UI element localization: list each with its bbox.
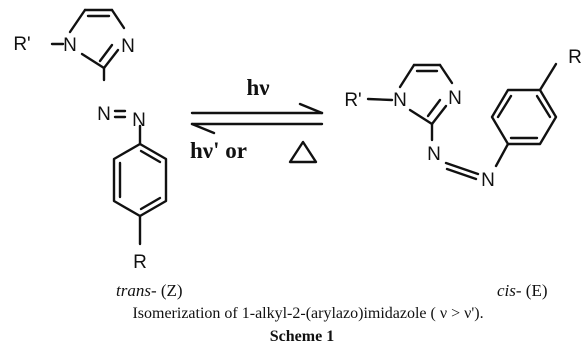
equilibrium-arrows: hν hν' or xyxy=(190,75,324,164)
trans-prefix: trans- xyxy=(116,281,157,300)
forward-arrow-label: hν xyxy=(246,75,269,100)
cis-azo-n1-label: N xyxy=(427,144,441,165)
trans-isomer-label: trans- (Z) xyxy=(116,281,183,300)
trans-r-label: R xyxy=(133,252,147,273)
forward-arrow-head xyxy=(298,102,324,115)
trans-isomer-structure: R' N N N N R xyxy=(13,8,168,273)
cis-imidazole-bonds xyxy=(398,63,454,126)
trans-azo-n1-label: N xyxy=(97,104,111,125)
cis-benzene-ring xyxy=(490,62,558,146)
trans-azo-bonds xyxy=(102,66,142,146)
trans-config: (Z) xyxy=(157,281,183,300)
cis-azo-bonds xyxy=(430,122,510,181)
scheme-title: Scheme 1 xyxy=(270,328,334,345)
trans-benzene-ring xyxy=(112,142,168,246)
cis-config: (E) xyxy=(522,281,548,300)
cis-prefix: cis- xyxy=(497,281,522,300)
trans-imidazole-bonds xyxy=(68,8,126,70)
cis-azo-n2-label: N xyxy=(481,170,495,191)
cis-n3-label: N xyxy=(448,88,462,109)
trans-azo-n2-label: N xyxy=(132,110,146,131)
cis-rprime-bond xyxy=(366,97,394,102)
cis-isomer-structure: R' N N N N R xyxy=(344,47,582,191)
trans-rprime-label: R' xyxy=(13,34,30,55)
reverse-arrow-label: hν' or xyxy=(190,138,247,163)
cis-isomer-label: cis- (E) xyxy=(497,281,548,300)
reverse-arrow-head xyxy=(190,122,216,135)
cis-r-label: R xyxy=(568,47,582,68)
cis-rprime-label: R' xyxy=(344,90,361,111)
cis-n1-label: N xyxy=(393,90,407,111)
delta-triangle-icon xyxy=(288,140,318,164)
trans-n1-label: N xyxy=(63,35,77,56)
trans-n3-label: N xyxy=(121,36,135,57)
scheme-caption: Isomerization of 1-alkyl-2-(arylazo)imid… xyxy=(132,305,483,322)
